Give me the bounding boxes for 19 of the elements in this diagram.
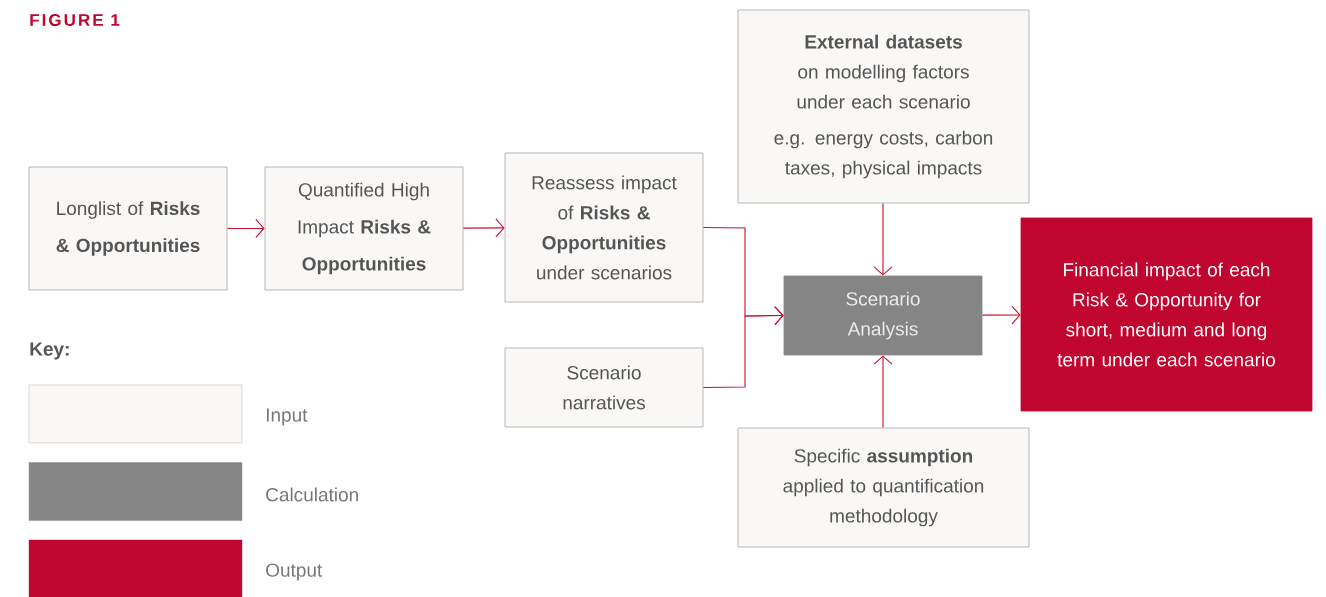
input-box: External datasets on modelling factors under each scenario e.g. energy costs, carbon taxes, physical impacts bbox=[737, 9, 1030, 204]
legend-label: Input bbox=[266, 408, 308, 426]
input-box: Scenario narratives bbox=[504, 347, 704, 428]
output-box: Financial impact of each Risk & Opportunity for short, medium and long term under each scenario bbox=[1020, 217, 1313, 412]
input-box: Specific assumption applied to quantification methodology bbox=[737, 427, 1030, 548]
input-box: Reassess impact of Risks & Opportunities under scenarios bbox=[504, 152, 704, 303]
input-box: Longlist of Risks & Opportunities bbox=[28, 166, 228, 291]
arrow bbox=[462, 218, 505, 238]
arrow bbox=[981, 305, 1021, 325]
legend-label: Calculation bbox=[266, 487, 358, 502]
input-box: Quantified High Impact Risks & Opportunities bbox=[264, 166, 464, 291]
arrow bbox=[226, 218, 265, 239]
key-heading: Key: bbox=[30, 342, 69, 360]
legend-label: Output bbox=[266, 563, 323, 581]
figure-title: FIGURE 1 bbox=[30, 13, 120, 26]
calculation-box: Scenario Analysis bbox=[783, 275, 983, 356]
arrow bbox=[873, 355, 893, 429]
arrow bbox=[873, 202, 893, 276]
arrow bbox=[702, 306, 784, 389]
